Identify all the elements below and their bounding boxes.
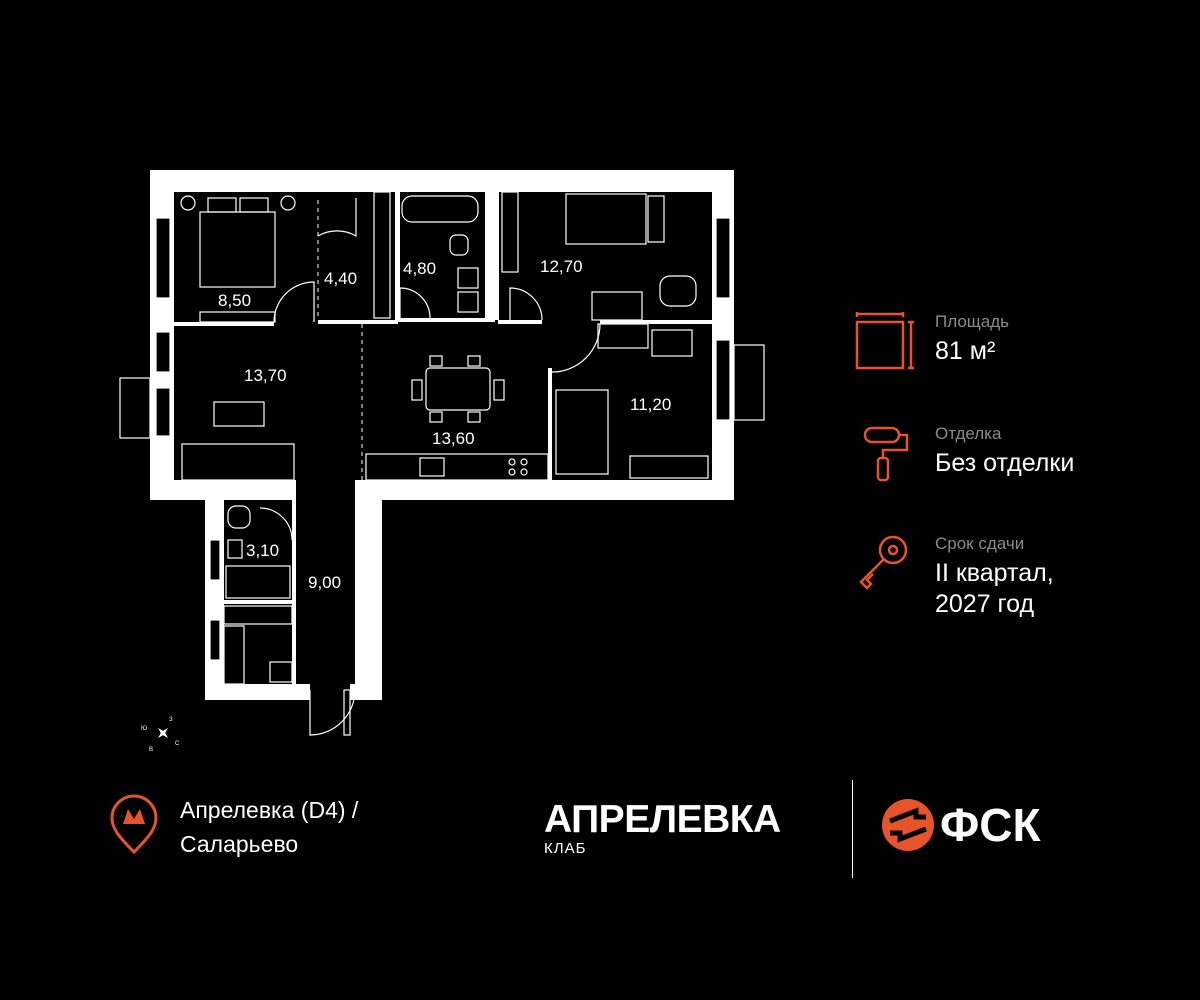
- room-area-label: 11,20: [630, 395, 671, 414]
- room-area-label: 8,50: [218, 291, 251, 310]
- svg-text:З: З: [169, 717, 173, 723]
- room-area-label: 13,70: [244, 366, 287, 385]
- room-area-label: 12,70: [540, 257, 583, 276]
- metro-line2: Саларьево: [180, 831, 299, 857]
- area-plan-icon: [855, 312, 914, 370]
- footer-divider: [852, 780, 853, 878]
- delivery-label: Срок сдачи: [935, 534, 1025, 553]
- finish-label: Отделка: [935, 424, 1002, 443]
- area-value: 81 м²: [935, 337, 996, 365]
- metro-station: Апрелевка (D4) / Саларьево: [180, 793, 358, 861]
- project-logo: АПРЕЛЕВКА КЛАБ: [544, 798, 781, 858]
- finish-value: Без отделки: [935, 449, 1075, 477]
- svg-text:С: С: [175, 741, 180, 747]
- room-area-label: 4,80: [403, 259, 436, 278]
- project-name: АПРЕЛЕВКА: [544, 798, 781, 841]
- metro-line1: Апрелевка (D4) /: [180, 797, 359, 823]
- room-area-label: 9,00: [308, 573, 341, 592]
- paint-roller-icon: [863, 426, 909, 482]
- project-subtitle: КЛАБ: [544, 840, 587, 857]
- floor-plan: 8,50 4,40 4,80 12,70 13,70 13,60 11,20 3…: [119, 170, 765, 753]
- compass-icon: З С В Ю: [141, 717, 180, 753]
- svg-text:Ю: Ю: [141, 726, 147, 732]
- area-label: Площадь: [935, 312, 1010, 331]
- delivery-line1: II квартал,: [935, 559, 1054, 587]
- svg-text:В: В: [149, 747, 153, 753]
- room-area-label: 13,60: [432, 429, 475, 448]
- developer-name: ФСК: [940, 799, 1041, 851]
- key-icon: [859, 535, 908, 590]
- fsk-logo-icon: [882, 799, 934, 851]
- metro-pin-icon: [110, 794, 158, 855]
- delivery-line2: 2027 год: [935, 590, 1035, 618]
- room-area-label: 4,40: [324, 269, 357, 288]
- room-area-label: 3,10: [246, 541, 279, 560]
